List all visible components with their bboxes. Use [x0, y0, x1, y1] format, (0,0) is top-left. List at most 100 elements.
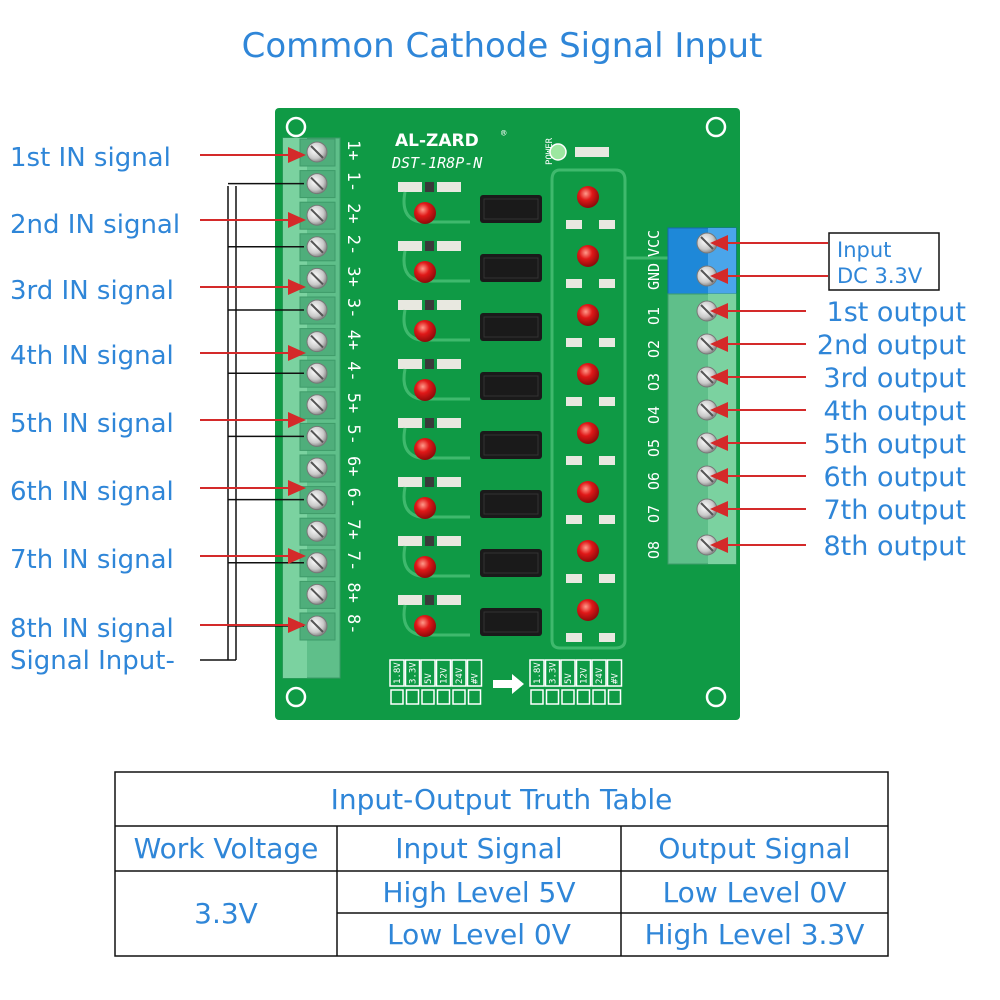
output-pin-label: O7: [645, 505, 663, 523]
output-pin-label: O8: [645, 541, 663, 559]
left-signal-label: 8th IN signal: [10, 614, 174, 644]
voltage-option-label: 1.8V: [393, 662, 403, 684]
input-pin-label: 4+: [343, 330, 363, 350]
input-pin-label: 3+: [343, 266, 363, 286]
output-led-icon: [577, 540, 599, 562]
input-screw-icon[interactable]: [299, 170, 336, 199]
resistor-icon: [398, 536, 422, 546]
left-signal-label: 1st IN signal: [10, 143, 171, 173]
brand-label: AL-ZARD: [395, 131, 479, 151]
right-output-label: 4th output: [823, 396, 966, 427]
row1-output: Low Level 0V: [662, 875, 847, 909]
input-pin-label: 3-: [343, 298, 363, 318]
optocoupler-icon: [480, 608, 542, 636]
input-power-box: Input DC 3.3V: [828, 232, 940, 291]
resistor-icon: [398, 477, 422, 487]
input-screw-icon[interactable]: [299, 328, 336, 357]
input-screw-icon[interactable]: [299, 612, 336, 641]
resistor-icon: [437, 536, 461, 546]
mounting-hole-icon: [705, 686, 727, 708]
right-output-label: 3rd output: [823, 363, 966, 394]
input-led-icon: [414, 320, 436, 342]
input-pin-label: 1+: [343, 140, 363, 160]
output-pin-label: O4: [645, 406, 663, 424]
input-screw-icon[interactable]: [299, 264, 336, 293]
work-voltage-value: 3.3V: [194, 897, 258, 930]
left-signal-label: 2nd IN signal: [10, 210, 180, 240]
input-terminal-block: 1+1-2+2-3+3-4+4-5+5-6+6-7+7-8+8-: [282, 137, 363, 679]
input-screw-icon[interactable]: [299, 138, 336, 167]
left-signal-label: 5th IN signal: [10, 409, 174, 439]
voltage-option-label: 1.8V: [533, 662, 543, 684]
input-led-icon: [414, 497, 436, 519]
output-led-icon: [577, 363, 599, 385]
truth-table-title: Input-Output Truth Table: [330, 782, 673, 816]
input-screw-icon[interactable]: [299, 359, 336, 388]
output-pin-label: O5: [645, 439, 663, 457]
voltage-option-label: 12V: [440, 667, 450, 684]
resistor-icon: [437, 477, 461, 487]
input-screw-icon[interactable]: [299, 454, 336, 483]
left-signal-label: 7th IN signal: [10, 545, 174, 575]
input-box-line2: DC 3.3V: [837, 264, 923, 288]
input-screw-icon[interactable]: [299, 517, 336, 546]
input-screw-icon[interactable]: [299, 580, 336, 609]
output-led-icon: [577, 186, 599, 208]
right-output-label: 8th output: [823, 531, 966, 562]
left-signal-label: 6th IN signal: [10, 477, 174, 507]
row1-input: High Level 5V: [382, 875, 576, 909]
truth-table-grid: [114, 771, 889, 957]
model-label: DST-1R8P-N: [391, 154, 483, 172]
resistor-icon: [437, 182, 461, 192]
voltage-option-label: 24V: [455, 667, 465, 684]
right-output-label: 5th output: [823, 429, 966, 460]
header-output-signal: Output Signal: [658, 832, 851, 865]
input-screw-icon[interactable]: [299, 233, 336, 262]
pcb-board: AL-ZARD ® DST-1R8P-N POWER 1.8V3.3V5V12V…: [275, 108, 740, 720]
resistor-icon: [437, 300, 461, 310]
row2-input: Low Level 0V: [387, 918, 571, 951]
output-led-icon: [577, 304, 599, 326]
output-pin-label: GND: [645, 263, 663, 290]
voltage-option-label: 3.3V: [409, 662, 419, 684]
input-pin-label: 2+: [343, 203, 363, 223]
resistor-icon: [398, 241, 422, 251]
input-pin-label: 7+: [343, 519, 363, 539]
input-screw-icon[interactable]: [299, 391, 336, 420]
input-screw-icon[interactable]: [299, 549, 336, 578]
input-screw-icon[interactable]: [299, 201, 336, 230]
voltage-option-label: 3.3V: [549, 662, 559, 684]
input-screw-icon[interactable]: [299, 296, 336, 325]
input-pin-label: 6+: [343, 456, 363, 476]
input-pin-label: 7-: [343, 551, 363, 571]
input-led-icon: [414, 379, 436, 401]
optocoupler-icon: [480, 431, 542, 459]
resistor-icon: [437, 595, 461, 605]
voltage-option-label: #V: [611, 673, 621, 684]
right-output-label: 6th output: [823, 462, 966, 493]
output-led-icon: [577, 422, 599, 444]
resistor-icon: [437, 241, 461, 251]
input-led-icon: [414, 556, 436, 578]
output-led-icon: [577, 245, 599, 267]
output-pin-label: O6: [645, 472, 663, 490]
voltage-option-label: 5V: [564, 673, 574, 684]
optocoupler-icon: [480, 254, 542, 282]
input-pin-label: 6-: [343, 488, 363, 508]
mounting-hole-icon: [285, 686, 307, 708]
resistor-icon: [398, 359, 422, 369]
left-signal-label: Signal Input-: [10, 646, 175, 676]
voltage-option-label: 12V: [580, 667, 590, 684]
input-box-line1: Input: [837, 238, 891, 262]
output-pin-label: VCC: [645, 230, 663, 257]
output-pin-label: O1: [645, 307, 663, 325]
optocoupler-icon: [480, 195, 542, 223]
resistor-icon: [437, 418, 461, 428]
output-led-icon: [577, 599, 599, 621]
header-input-signal: Input Signal: [395, 832, 563, 865]
input-pin-label: 4-: [343, 361, 363, 381]
input-screw-icon[interactable]: [299, 422, 336, 451]
output-voltage-selector: 1.8V 3.3V 5V 12V 24V #V: [529, 659, 623, 705]
voltage-option-label: 24V: [595, 667, 605, 684]
input-screw-icon[interactable]: [299, 486, 336, 515]
